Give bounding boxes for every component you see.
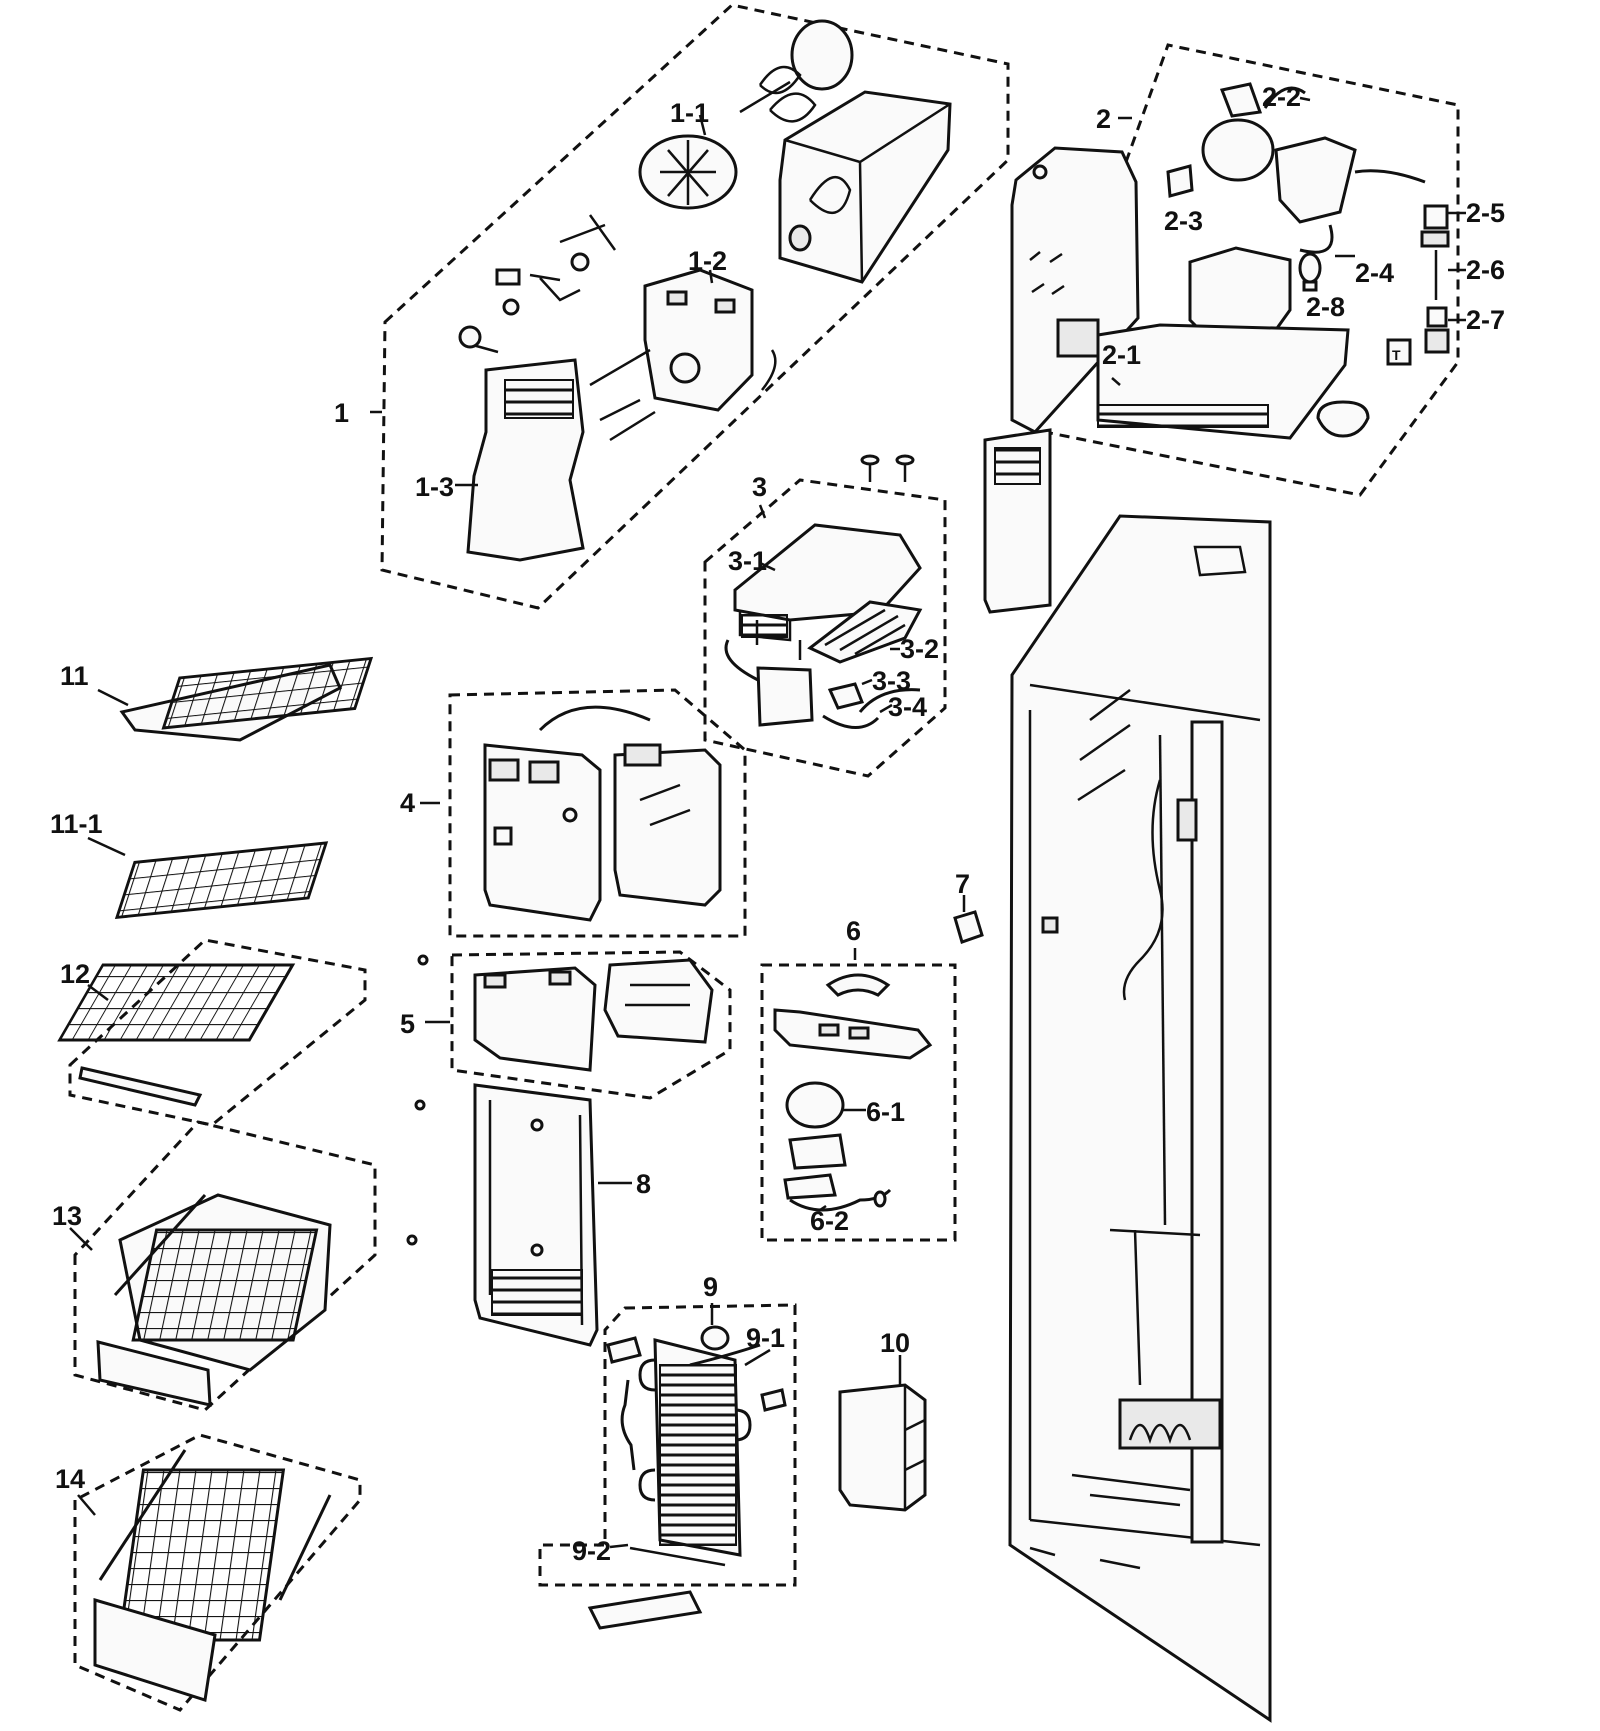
motor-part bbox=[1166, 82, 1426, 224]
ice-tray-part bbox=[807, 600, 923, 664]
auger-part bbox=[739, 19, 854, 123]
wire-basket-11-1-part: 11-1 bbox=[50, 809, 329, 920]
callout-2: 2 bbox=[1096, 104, 1111, 134]
group-1-boundary bbox=[380, 3, 1010, 610]
wire-basket-11-part: 11 bbox=[60, 656, 374, 742]
callout-3-4: 3-4 bbox=[888, 692, 927, 722]
lamp-bulb-part bbox=[1298, 252, 1322, 292]
group-12-boundary bbox=[68, 938, 367, 1127]
fan-bracket-assembly: 5 bbox=[400, 950, 732, 1111]
evaporator-cover-assembly: 4 bbox=[400, 688, 747, 966]
duct-motor-part bbox=[783, 1081, 892, 1212]
fan-cover-right-part bbox=[613, 743, 722, 907]
group-6-boundary bbox=[760, 963, 957, 1242]
group-3-boundary bbox=[703, 478, 947, 778]
ice-bucket-part bbox=[778, 90, 952, 284]
rear-bracket-part bbox=[603, 958, 714, 1044]
sensor-part: 7 bbox=[953, 869, 984, 944]
group-5-boundary bbox=[450, 950, 732, 1100]
callout-11-1: 11-1 bbox=[50, 809, 103, 839]
svg-text:T: T bbox=[1392, 347, 1401, 363]
icemaker-cover-panel-part bbox=[983, 428, 1052, 614]
callout-2-8: 2-8 bbox=[1306, 292, 1345, 322]
front-bracket-part bbox=[473, 966, 597, 1072]
callout-3-2: 3-2 bbox=[900, 634, 939, 664]
duct-bracket-part bbox=[773, 973, 933, 1060]
icemaker-cover-assembly: T 2 2-1 2-2 2-3 2-4 2-5 2-6 2-7 2-8 bbox=[1010, 43, 1505, 497]
rear-panel-part bbox=[1010, 146, 1140, 434]
group-13-boundary bbox=[73, 1120, 377, 1412]
icemaker-harness-parts bbox=[724, 620, 921, 729]
group-4-boundary bbox=[448, 688, 747, 938]
ice-chute-cover-part bbox=[466, 358, 585, 562]
callout-2-3: 2-3 bbox=[1164, 206, 1203, 236]
icemaker-assembly: 3 3-1 3-2 3-3 3-4 bbox=[703, 454, 947, 778]
callout-3-3: 3-3 bbox=[872, 666, 911, 696]
group-9-boundary bbox=[538, 1303, 797, 1587]
callout-1-2: 1-2 bbox=[688, 246, 727, 276]
callout-2-7: 2-7 bbox=[1466, 305, 1505, 335]
callout-14: 14 bbox=[55, 1464, 85, 1494]
ice-crusher-blade-part bbox=[638, 134, 738, 210]
icemaker-unit-part bbox=[733, 454, 922, 642]
callout-7: 7 bbox=[955, 869, 970, 899]
callout-3-1: 3-1 bbox=[728, 546, 767, 576]
callout-8: 8 bbox=[636, 1169, 651, 1199]
callout-11: 11 bbox=[60, 661, 89, 691]
evaporator-back-cover-part: 8 bbox=[406, 1083, 651, 1347]
callout-4: 4 bbox=[400, 788, 415, 818]
callout-1-1: 1-1 bbox=[670, 98, 709, 128]
callout-2-6: 2-6 bbox=[1466, 255, 1505, 285]
ice-route-assembly: 6 6-1 6-2 bbox=[760, 916, 957, 1242]
callout-10: 10 bbox=[880, 1328, 910, 1358]
fan-cover-left-part bbox=[483, 705, 651, 922]
callout-2-1: 2-1 bbox=[1102, 340, 1141, 370]
callout-2-5: 2-5 bbox=[1466, 198, 1505, 228]
callout-6-2: 6-2 bbox=[810, 1206, 849, 1236]
drawer-basket-14-part: 14 bbox=[55, 1433, 362, 1712]
wire-shelf-12-part: 12 bbox=[57, 938, 367, 1127]
callout-1-3: 1-3 bbox=[415, 472, 454, 502]
callout-9-1: 9-1 bbox=[746, 1323, 785, 1353]
callout-3: 3 bbox=[752, 472, 767, 502]
dispenser-motor-housing-part bbox=[589, 268, 777, 442]
sensor-cap-part: T bbox=[1316, 338, 1412, 438]
ice-bin-part: 10 bbox=[838, 1328, 927, 1512]
callout-2-4: 2-4 bbox=[1355, 258, 1394, 288]
drawer-basket-13-part: 13 bbox=[52, 1120, 377, 1412]
callout-9: 9 bbox=[703, 1272, 718, 1302]
callout-6: 6 bbox=[846, 916, 861, 946]
ice-bucket-assembly: 1 1-1 1-2 1-3 bbox=[334, 3, 1010, 610]
callout-6-1: 6-1 bbox=[866, 1097, 905, 1127]
callout-5: 5 bbox=[400, 1009, 415, 1039]
callout-12: 12 bbox=[60, 959, 90, 989]
evaporator-coil-part bbox=[638, 1338, 752, 1557]
evaporator-assembly: 9 9-1 9-2 bbox=[538, 1272, 797, 1630]
icemaker-base-part bbox=[1096, 224, 1350, 440]
freezer-cabinet-part bbox=[1008, 514, 1272, 1723]
water-valve-parts bbox=[1420, 204, 1450, 354]
small-fastener-parts bbox=[458, 214, 617, 354]
defrost-heater-parts bbox=[587, 1325, 787, 1630]
callout-1: 1 bbox=[334, 398, 349, 428]
callout-2-2: 2-2 bbox=[1262, 82, 1301, 112]
callout-13: 13 bbox=[52, 1201, 82, 1231]
callout-9-2: 9-2 bbox=[572, 1536, 611, 1566]
